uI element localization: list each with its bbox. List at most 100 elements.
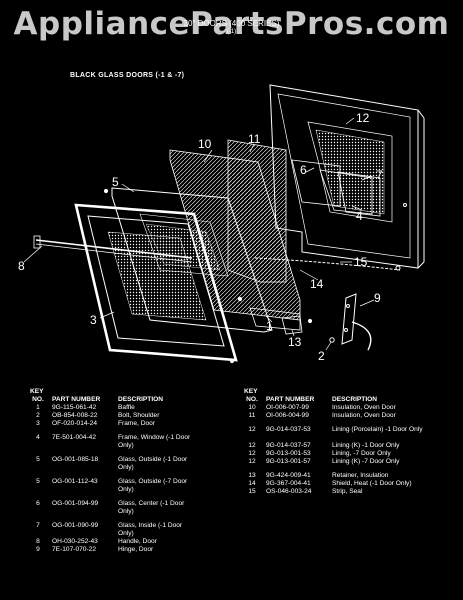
callout-9: 9 (374, 291, 381, 305)
part-number: OS-046-003-24 (266, 488, 312, 495)
part-number: 9G-424-009-41 (266, 472, 311, 479)
screw-icon (103, 188, 109, 194)
key-no: 12 (248, 450, 256, 457)
key-no: 9 (36, 546, 40, 553)
callout-4: 4 (356, 209, 363, 223)
key-no: 2 (36, 412, 40, 419)
part-number: 7E-107-070-22 (52, 546, 96, 553)
table-row: 5 OG-001-085-18 Glass, Outside (-1 Door … (30, 456, 230, 472)
key-no: 4 (36, 434, 40, 441)
part-description: Handle, Door (118, 538, 157, 545)
table-row: 5 OG-001-112-43 Glass, Outside (-7 Door … (30, 478, 230, 494)
parts-table-left: NO. PART NUMBER DESCRIPTION 1 9G-115-061… (30, 396, 230, 554)
part-number: 9G-013-001-53 (266, 450, 311, 457)
part-description: Lining (Porcelain) -1 Door Only (332, 426, 423, 433)
callout-5: 5 (112, 175, 119, 189)
seal-strip-part (254, 257, 401, 271)
part-description: Insulation, Oven Door (332, 404, 396, 411)
table-row: 9 7E-107-070-22 Hinge, Door (30, 546, 230, 554)
key-no: 12 (248, 458, 256, 465)
diagram-title: 30" DOORS (400 SERIES) (183, 19, 280, 28)
table-row: 12 9G-014-037-53 Lining (Porcelain) -1 D… (244, 426, 454, 442)
callout-7: 7 (376, 168, 383, 182)
section-title: BLACK GLASS DOORS (-1 & -7) (70, 72, 185, 79)
key-no: 11 (248, 412, 256, 419)
table-row: 2 OB-854-008-22 Bolt, Shoulder (30, 412, 230, 420)
part-description: Glass, Center (-1 Door Only) (118, 500, 185, 515)
callout-3: 3 (90, 313, 97, 327)
part-description: Retainer, Insulation (332, 472, 389, 479)
part-number-header: PART NUMBER (266, 396, 315, 403)
callout-11: 11 (248, 132, 261, 146)
key-no: 10 (248, 404, 256, 411)
baffle-part (249, 307, 301, 331)
door-frame-part (74, 203, 238, 362)
key-no: 5 (36, 456, 40, 463)
part-description: Hinge, Door (118, 546, 154, 553)
key-no-header: NO. (32, 396, 44, 403)
callout-10: 10 (198, 137, 212, 151)
table-header-row: NO. PART NUMBER DESCRIPTION (30, 396, 230, 404)
part-description: Glass, Outside (-1 Door Only) (118, 456, 188, 471)
glass-center-part (291, 159, 341, 207)
table-row: 8 OH-030-252-43 Handle, Door (30, 538, 230, 546)
part-number: 9G-014-037-53 (266, 426, 311, 433)
insulation-retainer-part (281, 315, 303, 335)
part-number: OG-001-090-99 (52, 522, 99, 529)
table-row: 12 9G-014-037-57 Lining (K) -1 Door Only (244, 442, 454, 450)
part-description: Insulation, Oven Door (332, 412, 396, 419)
glass-inside-part (337, 171, 381, 217)
part-description: Frame, Door (118, 420, 156, 427)
part-description: Lining (K) -7 Door Only (332, 458, 400, 465)
key-no: 14 (248, 480, 256, 487)
part-description: Baffle (118, 404, 135, 411)
site-watermark: AppliancePartsPros.com (13, 6, 450, 42)
callout-8: 8 (18, 259, 25, 273)
table-row: 4 7E-501-004-42 Frame, Window (-1 Door O… (30, 434, 230, 450)
key-header-line: KEY (30, 388, 44, 395)
door-lining-part (269, 84, 425, 271)
key-no: 5 (36, 478, 40, 485)
part-number: OI-006-007-99 (266, 404, 309, 411)
key-no: 15 (248, 488, 256, 495)
table-row: 12 9G-013-001-57 Lining (K) -7 Door Only (244, 458, 454, 466)
part-number: 9G-014-037-57 (266, 442, 311, 449)
key-no: 8 (36, 538, 40, 545)
table-row: 7 OG-001-090-99 Glass, Inside (-1 Door O… (30, 522, 230, 538)
screw-icon (237, 296, 243, 302)
part-description: Frame, Window (-1 Door Only) (118, 434, 191, 449)
callout-leaders (23, 117, 375, 351)
window-frame-part (319, 169, 373, 215)
part-description: Bolt, Shoulder (118, 412, 160, 419)
part-number: 9G-115-061-42 (52, 404, 97, 411)
door-handle-part (33, 235, 193, 263)
part-description: Strip, Seal (332, 488, 363, 495)
part-number: OG-001-094-99 (52, 500, 99, 507)
part-number: OG-001-085-18 (52, 456, 99, 463)
key-no: 7 (36, 522, 40, 529)
key-no: 6 (36, 500, 40, 507)
description-header: DESCRIPTION (332, 396, 378, 403)
callout-1: 1 (266, 319, 273, 333)
callout-14: 14 (310, 277, 324, 291)
table-row: 11 OI-006-004-99 Insulation, Oven Door (244, 412, 454, 420)
callout-15: 15 (354, 255, 368, 269)
table-row: 13 9G-424-009-41 Retainer, Insulation (244, 472, 454, 480)
part-description: Glass, Outside (-7 Door Only) (118, 478, 188, 493)
key-header-line: KEY (244, 388, 258, 395)
table-row: 1 9G-115-061-42 Baffle (30, 404, 230, 412)
table-key-header: KEY (30, 388, 44, 396)
part-number: OF-020-014-24 (52, 420, 98, 427)
part-number-header: PART NUMBER (52, 396, 101, 403)
key-no: 12 (248, 442, 256, 449)
table-header-row: NO. PART NUMBER DESCRIPTION (244, 396, 454, 404)
key-no-header: NO. (246, 396, 258, 403)
description-header: DESCRIPTION (118, 396, 164, 403)
callout-13: 13 (288, 335, 302, 349)
callout-6: 6 (300, 163, 307, 177)
table-row: 10 OI-006-007-99 Insulation, Oven Door (244, 404, 454, 412)
diagram-subtitle: (-1) (226, 29, 237, 35)
part-number: 9G-367-004-41 (266, 480, 311, 487)
part-number: 9G-013-001-57 (266, 458, 311, 465)
table-row: 14 9G-367-004-41 Shield, Heat (-1 Door O… (244, 480, 454, 488)
